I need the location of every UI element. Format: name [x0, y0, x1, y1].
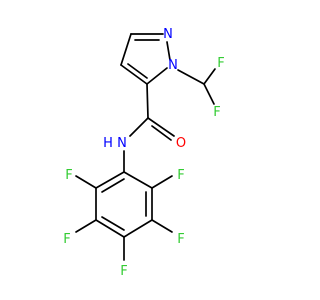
bond-layer — [75, 33, 216, 261]
atom-f-ortho-right: F — [177, 168, 184, 183]
bond-c4-c5-double — [120, 64, 148, 85]
bond-ph-c6-c1-double-inner — [101, 178, 125, 193]
bond-carbonyl-n — [129, 117, 149, 137]
atom-f-ortho-left: F — [65, 168, 72, 183]
atom-f-meta-left: F — [63, 232, 70, 247]
bond-ph-c4-c5-double — [95, 219, 125, 238]
atom-f-chf2-b: F — [213, 105, 220, 120]
bond-ph-c3-f — [151, 219, 173, 233]
bond-chf2-fa — [203, 68, 216, 85]
bond-c5-n1 — [146, 67, 168, 85]
atom-o-carbonyl: O — [176, 136, 186, 151]
bond-ph-c4-c5-double-inner — [101, 216, 125, 231]
atom-n-pyrazole-2: N — [163, 27, 173, 42]
bond-ph-c3-c4 — [123, 219, 153, 238]
bond-n1-chf2 — [177, 69, 205, 85]
bond-chf2-fb — [203, 83, 215, 105]
atom-layer: N N F F O H N F F F F F — [63, 27, 224, 279]
bond-n1-n2 — [166, 41, 171, 61]
bond-c4-c5-double-inner — [127, 63, 148, 79]
atom-f-chf2-a: F — [217, 56, 224, 71]
bond-ph-c1-c2 — [123, 171, 153, 189]
atom-f-para: F — [120, 264, 127, 279]
bond-ph-c6-c1-double — [95, 171, 125, 189]
bond-carbonyl-o-double-inner — [151, 125, 172, 141]
molecule-structure: N N F F O H N F F F F F — [63, 27, 224, 279]
bond-c3-c4 — [120, 33, 132, 66]
atom-n-pyrazole-1: N — [168, 58, 178, 73]
bond-ph-c6-f — [75, 175, 97, 189]
atom-n-amide: N — [117, 136, 127, 151]
bond-carbonyl-o-double — [147, 117, 175, 137]
bond-c5-carbonyl — [146, 83, 149, 119]
atom-h-amide: H — [103, 136, 113, 151]
bond-ph-c2-f — [151, 175, 173, 189]
bond-ph-c5-f — [75, 219, 97, 233]
atom-f-meta-right: F — [177, 232, 184, 247]
